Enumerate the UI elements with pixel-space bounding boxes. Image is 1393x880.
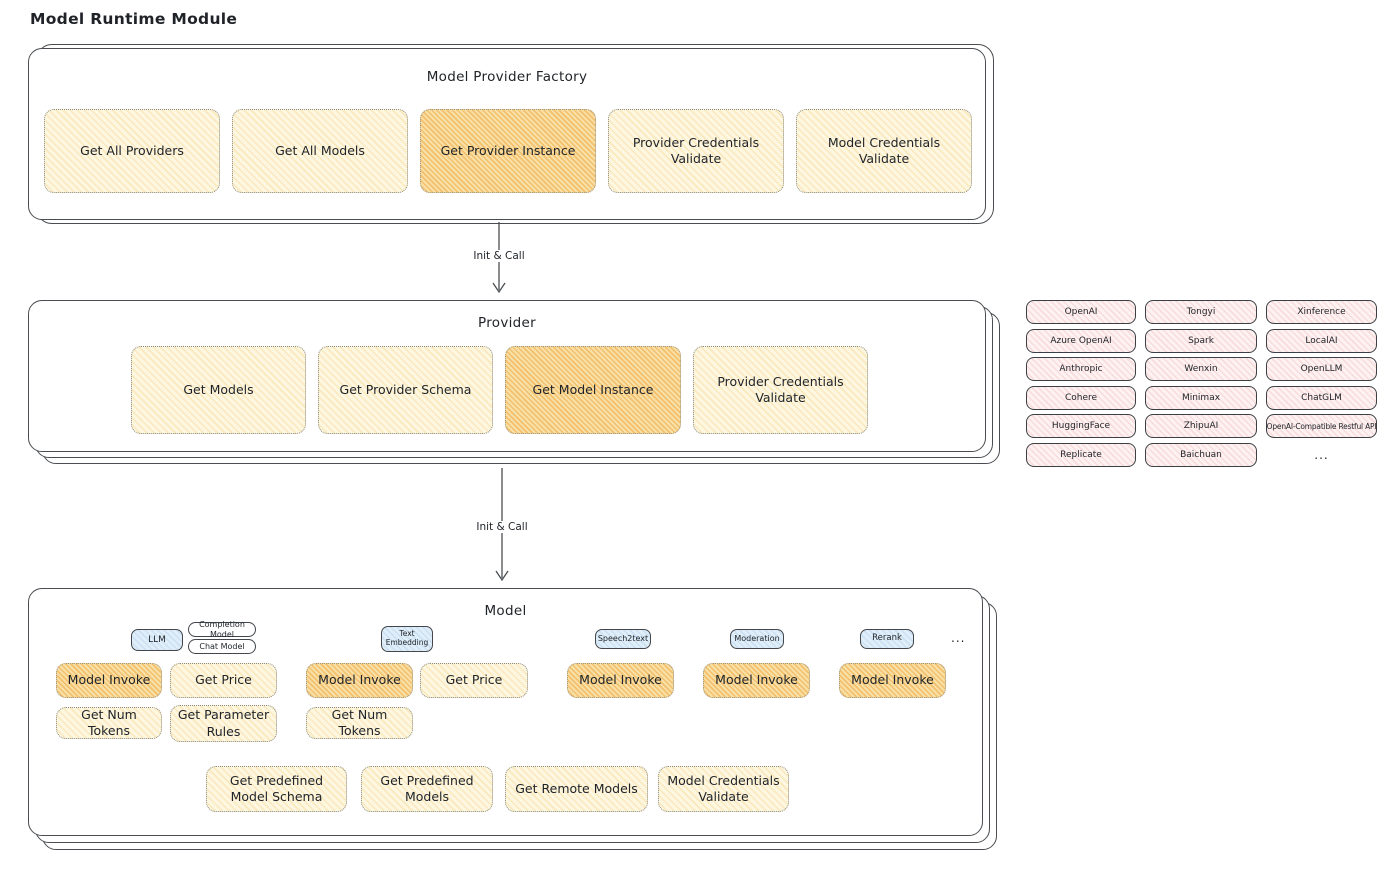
tag-completion-model: Completion Model: [188, 620, 256, 639]
provider-item: ChatGLM: [1266, 385, 1377, 410]
provider-box: Provider Get Models Get Provider Schema …: [28, 300, 986, 452]
provider-item: ZhipuAI: [1145, 414, 1257, 438]
provider-item: Azure OpenAI: [1026, 328, 1136, 353]
factory-title: Model Provider Factory: [426, 69, 588, 85]
factory-get-all-providers: Get All Providers: [44, 109, 220, 193]
provider-item: HuggingFace: [1026, 414, 1136, 438]
tags-more: ...: [951, 631, 966, 645]
provider-item: OpenAI: [1026, 300, 1136, 324]
model-credentials-validate: Model Credentials Validate: [658, 766, 789, 812]
provider-item: Replicate: [1026, 442, 1136, 467]
embedding-model-invoke: Model Invoke: [306, 663, 413, 698]
tag-text-embedding: Text Embedding: [381, 626, 433, 652]
provider-get-models: Get Models: [131, 346, 306, 434]
provider-item: Spark: [1145, 328, 1257, 353]
get-remote-models: Get Remote Models: [505, 766, 648, 812]
provider-list-more: ...: [1314, 447, 1329, 462]
provider-item: Anthropic: [1026, 357, 1136, 381]
embedding-get-price: Get Price: [420, 663, 528, 698]
provider-item: Tongyi: [1145, 300, 1257, 324]
provider-get-model-instance: Get Model Instance: [505, 346, 681, 434]
factory-get-all-models: Get All Models: [232, 109, 408, 193]
provider-item: OpenAI-Compatible Restful API: [1266, 414, 1377, 438]
get-predefined-models: Get Predefined Models: [361, 766, 493, 812]
llm-model-invoke: Model Invoke: [56, 663, 162, 698]
llm-get-parameter-rules: Get Parameter Rules: [170, 705, 277, 742]
factory-model-credentials-validate: Model Credentials Validate: [796, 109, 972, 193]
provider-item: Baichuan: [1145, 442, 1257, 467]
provider-item: Wenxin: [1145, 357, 1257, 381]
llm-get-num-tokens: Get Num Tokens: [56, 707, 162, 739]
arrow1-label: Init & Call: [468, 250, 530, 262]
tag-chat-model: Chat Model: [188, 639, 256, 654]
provider-item: Minimax: [1145, 385, 1257, 410]
model-title: Model: [484, 603, 527, 619]
get-predefined-model-schema: Get Predefined Model Schema: [206, 766, 347, 812]
arrow-factory-to-provider: [488, 222, 510, 302]
provider-item: Cohere: [1026, 385, 1136, 410]
tag-moderation: Moderation: [730, 629, 784, 649]
llm-get-price: Get Price: [170, 663, 277, 698]
tag-speech2text: Speech2text: [595, 629, 651, 649]
provider-item: OpenLLM: [1266, 357, 1377, 381]
arrow2-label: Init & Call: [471, 521, 533, 533]
moderation-model-invoke: Model Invoke: [703, 663, 810, 698]
tag-rerank: Rerank: [860, 629, 914, 649]
provider-item: LocalAI: [1266, 328, 1377, 353]
provider-provider-credentials-validate: Provider Credentials Validate: [693, 346, 868, 434]
factory-get-provider-instance: Get Provider Instance: [420, 109, 596, 193]
factory-box: Model Provider Factory Get All Providers…: [28, 48, 986, 220]
speech2text-model-invoke: Model Invoke: [567, 663, 674, 698]
provider-list: OpenAI Tongyi Xinference Azure OpenAI Sp…: [1026, 300, 1377, 467]
diagram-title: Model Runtime Module: [30, 10, 238, 28]
rerank-model-invoke: Model Invoke: [839, 663, 946, 698]
provider-title: Provider: [478, 315, 536, 331]
model-box: Model LLM Completion Model Chat Model Te…: [28, 588, 983, 836]
factory-provider-credentials-validate: Provider Credentials Validate: [608, 109, 784, 193]
tag-llm: LLM: [131, 629, 183, 651]
provider-get-provider-schema: Get Provider Schema: [318, 346, 493, 434]
provider-item: Xinference: [1266, 300, 1377, 324]
embedding-get-num-tokens: Get Num Tokens: [306, 707, 413, 739]
